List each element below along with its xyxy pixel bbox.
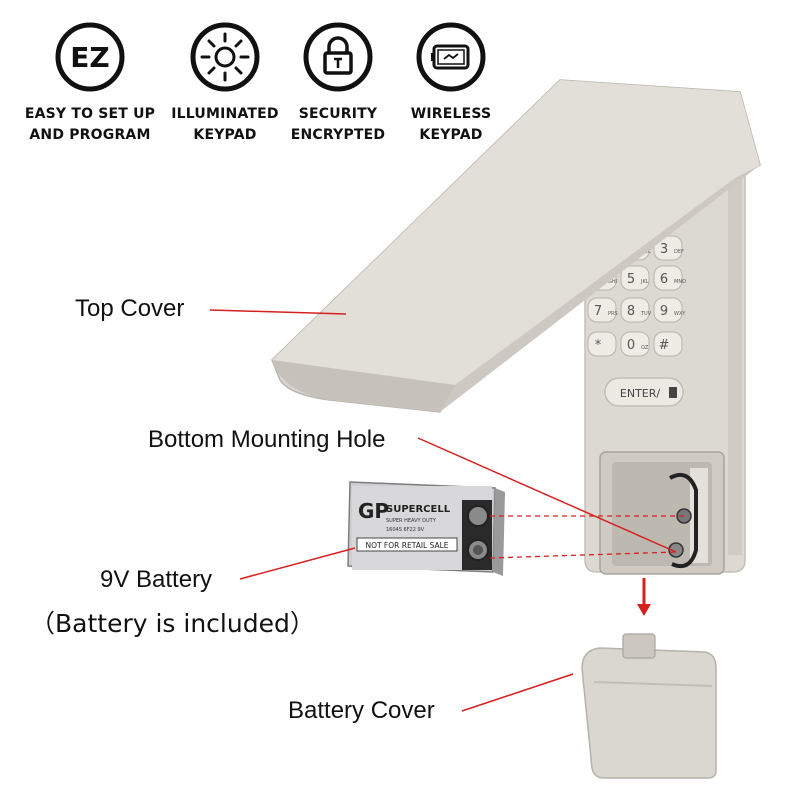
keypad-key-letters: TUV xyxy=(640,311,652,317)
keypad-key xyxy=(587,331,617,357)
wireless-keypad-icon xyxy=(416,22,486,92)
feature-label: SECURITY ENCRYPTED xyxy=(268,104,408,146)
battery-compartment xyxy=(599,451,725,575)
feature-label: WIRELESS KEYPAD xyxy=(381,104,521,146)
feature-line: SECURITY xyxy=(298,106,378,122)
feature-illuminated: ILLUMINATED KEYPAD xyxy=(155,20,295,146)
battery-warning: NOT FOR RETAIL SALE xyxy=(365,541,448,550)
keypad-key-label: * xyxy=(595,338,602,353)
keypad-key-label: 3 xyxy=(660,242,668,257)
feature-line: KEYPAD xyxy=(193,127,257,143)
ez-badge-text: EZ xyxy=(70,41,109,74)
keypad-key xyxy=(587,297,617,323)
battery-label: 9V Battery xyxy=(100,566,213,593)
battery-model: SUPERCELL xyxy=(386,504,451,515)
nine-volt-battery: GP SUPERCELL SUPER HEAVY DUTY 1604S 6F22… xyxy=(347,481,505,576)
mounting-hole-label: Bottom Mounting Hole xyxy=(148,426,386,453)
keypad-key xyxy=(620,265,650,291)
battery-code: 1604S 6F22 9V xyxy=(386,527,425,533)
callout-lines xyxy=(209,309,677,712)
battery-included-note: （Battery is included） xyxy=(30,609,315,638)
down-arrow-icon xyxy=(637,578,651,616)
keypad-key-label: 5 xyxy=(627,272,635,287)
keypad-key-label: 7 xyxy=(594,304,602,319)
keypad-key xyxy=(653,331,683,357)
feature-label: EASY TO SET UP AND PROGRAM xyxy=(20,104,160,146)
feature-label: ILLUMINATED KEYPAD xyxy=(155,104,295,146)
sun-icon xyxy=(190,22,260,92)
alignment-lines xyxy=(489,515,684,559)
keypad-key-label: 6 xyxy=(660,272,668,287)
keypad-key-letters: MNO xyxy=(674,279,686,285)
feature-line: ENCRYPTED xyxy=(290,127,386,143)
mounting-hole xyxy=(668,542,684,558)
ez-icon: EZ xyxy=(55,22,125,92)
keypad-key-label: 9 xyxy=(660,304,668,319)
padlock-icon xyxy=(303,22,373,92)
keypad-key-letters: WXY xyxy=(674,311,686,317)
feature-wireless: WIRELESS KEYPAD xyxy=(381,20,521,146)
feature-security: SECURITY ENCRYPTED xyxy=(268,20,408,146)
keypad-key-label: 8 xyxy=(627,304,635,319)
keypad-key-letters: DEF xyxy=(674,249,684,255)
keypad-key xyxy=(653,265,683,291)
keypad-key-letters: PRS xyxy=(608,311,618,317)
keypad-key-label: 0 xyxy=(627,338,635,353)
feature-easy-setup: EZ EASY TO SET UP AND PROGRAM xyxy=(20,20,160,146)
keypad-key-letters: GHI xyxy=(608,279,617,285)
feature-line: ILLUMINATED xyxy=(171,106,279,122)
enter-key-label: ENTER/ xyxy=(620,387,660,400)
keypad-key-letters: JKL xyxy=(640,279,649,285)
keypad-key xyxy=(620,297,650,323)
keypad-key-letters: OZ xyxy=(641,345,649,351)
feature-line: KEYPAD xyxy=(419,127,483,143)
enter-key: ENTER/ xyxy=(604,377,684,407)
battery-cover xyxy=(581,633,717,779)
feature-line: WIRELESS xyxy=(410,106,492,122)
top-cover xyxy=(271,79,761,413)
battery-cover-label: Battery Cover xyxy=(288,697,435,724)
keypad-key xyxy=(653,297,683,323)
keypad-key-label: # xyxy=(659,338,670,353)
feature-line: EASY TO SET UP xyxy=(24,106,156,122)
battery-brand: GP xyxy=(358,499,389,523)
battery-subtitle: SUPER HEAVY DUTY xyxy=(386,518,437,524)
top-cover-label: Top Cover xyxy=(75,295,185,322)
keypad-key xyxy=(620,331,650,357)
feature-line: AND PROGRAM xyxy=(29,127,151,143)
